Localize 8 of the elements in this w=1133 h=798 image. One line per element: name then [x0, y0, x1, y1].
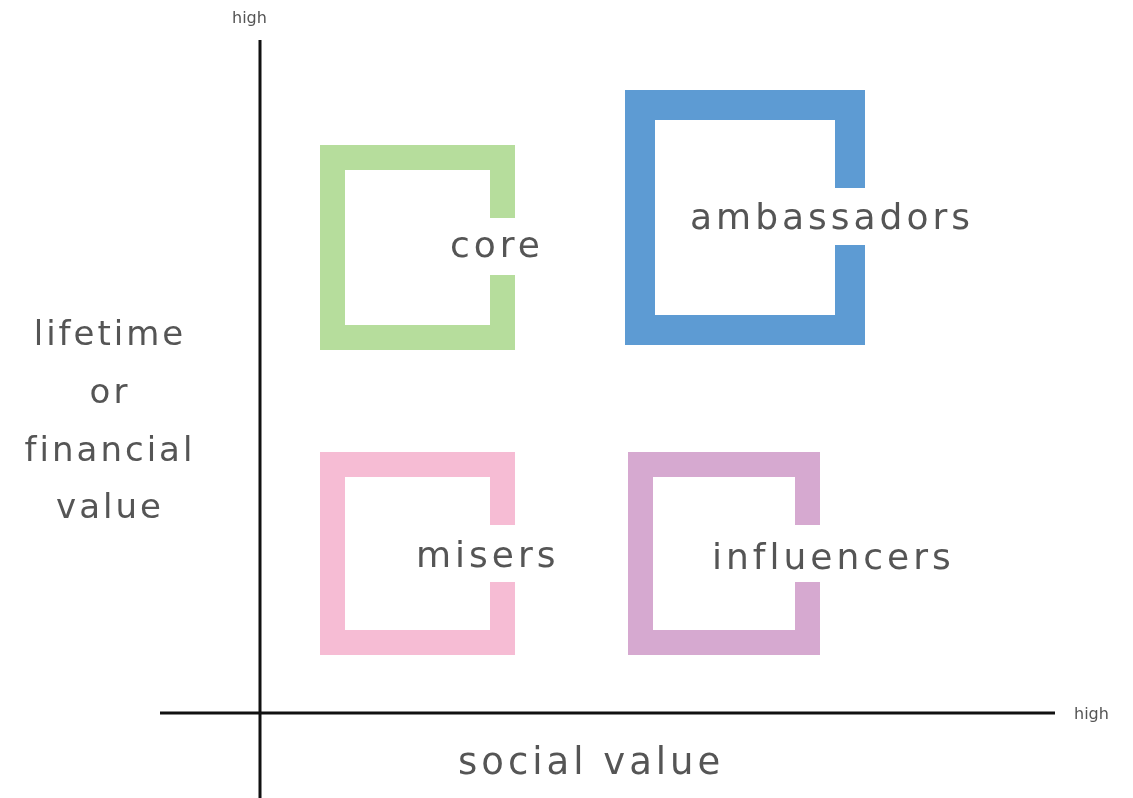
segment-label: influencers	[712, 539, 955, 575]
axis-end-label: high	[232, 8, 267, 29]
x-axis-title: social value	[458, 739, 725, 785]
segment-label: ambassadors	[690, 199, 975, 235]
segment-label: misers	[416, 537, 560, 573]
axis-end-label: high	[1074, 704, 1109, 725]
segment-label: core	[450, 227, 544, 263]
y-axis-title: lifetime or financial value	[24, 312, 196, 529]
